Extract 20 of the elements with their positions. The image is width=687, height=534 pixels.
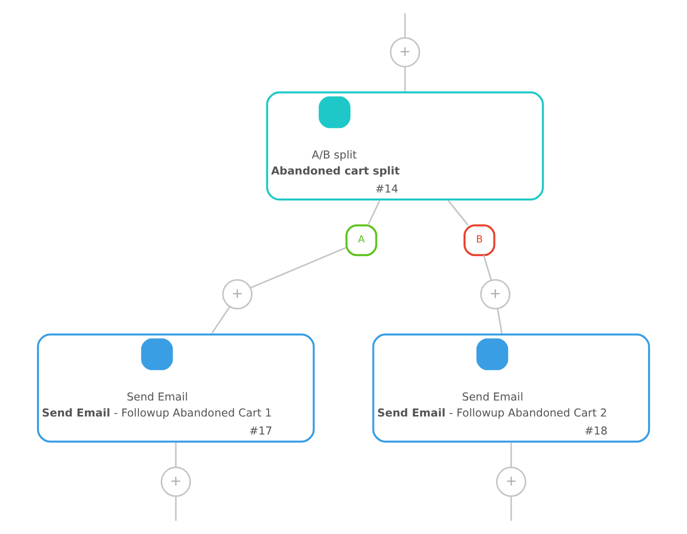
node-box: Send Email Send Email - Followup Abandoned Cart 2 #18	[372, 333, 650, 443]
connector	[482, 254, 492, 281]
connector	[404, 13, 406, 38]
node-circle: +	[480, 279, 510, 310]
connector	[510, 496, 512, 521]
node-box: Send Email Send Email - Followup Abandoned Cart 1 #17	[36, 333, 315, 443]
node-circle: +	[222, 279, 252, 310]
connector	[448, 200, 469, 226]
connector	[250, 246, 346, 288]
node-circle: +	[390, 37, 420, 68]
node-box: A/B split Abandoned cart split #14	[266, 91, 544, 201]
connector	[510, 442, 512, 468]
connector	[175, 442, 177, 468]
connector	[367, 200, 380, 226]
node-circle: +	[160, 466, 191, 497]
connector	[175, 496, 177, 521]
connector	[496, 308, 503, 334]
connector	[404, 66, 406, 92]
node-circle: +	[496, 466, 526, 497]
connector	[211, 306, 230, 334]
